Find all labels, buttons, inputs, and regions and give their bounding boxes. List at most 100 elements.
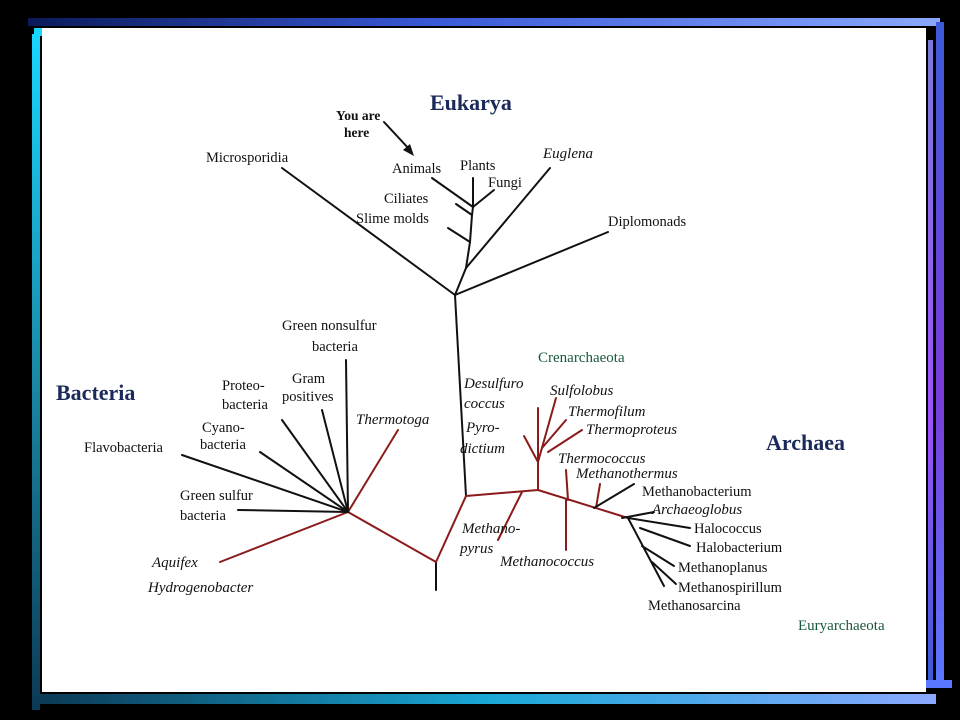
label-euglena: Euglena <box>542 146 593 162</box>
branch-thermofilum <box>541 419 567 449</box>
label-gram-2: positives <box>282 389 334 405</box>
archaea-branches <box>465 397 691 587</box>
label-thermofilum: Thermofilum <box>568 404 646 420</box>
branch-sulfolobus <box>537 397 557 463</box>
branch-thermococcus <box>565 469 569 501</box>
branch-archaeoglobus <box>621 511 655 519</box>
label-green-nonsulfur-1: Green nonsulfur <box>282 318 377 334</box>
branch-aquifex <box>219 511 349 563</box>
label-fungi: Fungi <box>488 175 522 191</box>
slide-panel: Eukarya Bacteria Archaea Crenarchaeota E… <box>42 28 926 692</box>
trunk-eukarya <box>454 294 467 497</box>
branch-thermoproteus <box>547 429 583 453</box>
label-proteo-1: Proteo- <box>222 378 265 394</box>
frame-bar-top <box>28 18 940 26</box>
bacteria-tip-branches <box>181 359 349 513</box>
label-desulfuro-2: coccus <box>464 396 505 412</box>
label-halobacterium: Halobacterium <box>696 540 783 556</box>
label-slime-molds: Slime molds <box>356 211 429 227</box>
label-aquifex: Aquifex <box>151 555 198 571</box>
branch-methanothermus <box>595 483 601 509</box>
label-methanoplanus: Methanoplanus <box>678 560 768 576</box>
branch-diplomonads <box>454 231 609 296</box>
phylogenetic-tree: Eukarya Bacteria Archaea Crenarchaeota E… <box>56 90 885 634</box>
label-desulfuro-1: Desulfuro <box>463 376 524 392</box>
label-thermoproteus: Thermoproteus <box>586 422 677 438</box>
label-green-sulfur-2: bacteria <box>180 508 226 524</box>
label-green-nonsulfur-2: bacteria <box>312 339 358 355</box>
label-thermotoga: Thermotoga <box>356 412 429 428</box>
branch-flavobacteria <box>181 454 349 513</box>
branch-ciliates <box>455 203 473 216</box>
label-methanospirillum: Methanospirillum <box>678 580 783 596</box>
label-cyano-2: bacteria <box>200 437 246 453</box>
label-hydrogenobacter: Hydrogenobacter <box>147 580 253 596</box>
branch-microsporidia <box>281 167 456 296</box>
label-microsporidia: Microsporidia <box>206 150 289 166</box>
domain-bacteria: Bacteria <box>56 380 135 405</box>
label-methanopyrus-1: Methano- <box>461 521 520 537</box>
branch-fungi <box>472 189 495 208</box>
branch-crown-node <box>471 206 474 216</box>
frame-accent-bottom-right <box>926 680 952 688</box>
branch-methanopyrus <box>497 491 523 541</box>
branch-desulfurococcus <box>523 435 539 463</box>
label-diplomonads: Diplomonads <box>608 214 686 230</box>
domain-archaea: Archaea <box>766 430 845 455</box>
branch-methanoplanus <box>641 545 675 567</box>
label-methanopyrus-2: pyrus <box>459 541 493 557</box>
branch-proteobacteria <box>281 419 349 513</box>
branch-euk-crown <box>465 241 471 269</box>
label-pyro-1: Pyro- <box>465 420 500 436</box>
branch-euglena <box>465 167 551 269</box>
frame-bar-right <box>936 22 944 686</box>
branch-green-sulfur <box>237 509 349 513</box>
bacteria-branches <box>219 429 467 563</box>
you-are-here-line2: here <box>344 125 369 140</box>
group-euryarchaeota: Euryarchaeota <box>798 618 885 634</box>
you-are-here-arrow-line <box>383 121 411 151</box>
branch-thermotoga <box>347 429 399 513</box>
label-cyano-1: Cyano- <box>202 420 245 436</box>
label-methanobacterium: Methanobacterium <box>642 484 752 500</box>
frame-accent-top-left <box>34 28 46 36</box>
branch-slime-molds <box>447 227 471 243</box>
branch-methanospirillum <box>651 561 677 585</box>
label-flavobacteria: Flavobacteria <box>84 440 163 456</box>
label-pyro-2: dictium <box>460 441 505 457</box>
label-methanococcus: Methanococcus <box>499 554 594 570</box>
branch-gram-positives <box>321 409 349 513</box>
branch-halobacterium <box>639 527 691 547</box>
label-green-sulfur-1: Green sulfur <box>180 488 253 504</box>
root-branch-bacteria <box>347 511 437 563</box>
frame-bar-right-inner <box>928 40 933 680</box>
archaea-stem <box>465 489 539 497</box>
branch-halococcus <box>627 517 691 529</box>
frame-bar-left <box>32 34 40 710</box>
branch-euk-upper <box>469 214 473 243</box>
branch-eury-stem <box>537 489 629 519</box>
group-crenarchaeota: Crenarchaeota <box>538 350 625 366</box>
branch-green-nonsulfur <box>345 359 349 513</box>
root-branch-upper <box>435 495 467 563</box>
label-gram-1: Gram <box>292 371 326 387</box>
label-methanosarcina: Methanosarcina <box>648 598 741 614</box>
you-are-here-arrow-head <box>403 144 414 156</box>
label-halococcus: Halococcus <box>694 521 762 537</box>
label-ciliates: Ciliates <box>384 191 429 207</box>
label-animals: Animals <box>392 161 441 177</box>
label-archaeoglobus: Archaeoglobus <box>651 502 742 518</box>
label-sulfolobus: Sulfolobus <box>550 383 614 399</box>
you-are-here-line1: You are <box>336 108 380 123</box>
branch-euk-stem <box>454 267 467 296</box>
domain-eukarya: Eukarya <box>430 90 512 115</box>
label-proteo-2: bacteria <box>222 397 268 413</box>
eukarya-branches <box>281 121 609 591</box>
branch-animals <box>431 177 474 208</box>
frame-bar-bottom <box>40 694 936 704</box>
branch-cyanobacteria <box>259 451 349 513</box>
label-thermococcus: Thermococcus <box>558 451 646 467</box>
label-plants: Plants <box>460 158 496 174</box>
branch-methanobacterium <box>593 483 635 509</box>
branch-methanosarcina <box>627 517 665 587</box>
